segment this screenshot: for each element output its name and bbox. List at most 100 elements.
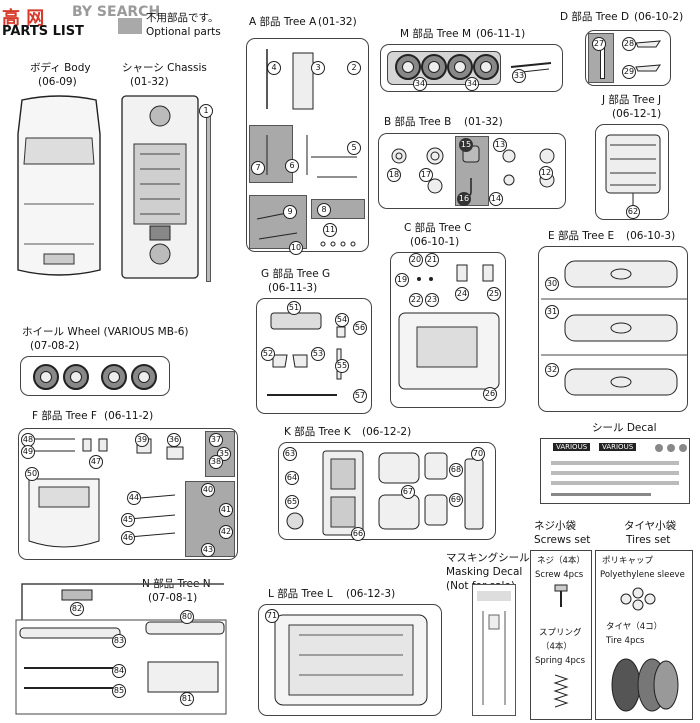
- part-number-45: 45: [121, 513, 135, 527]
- part-number-4: 4: [267, 61, 281, 75]
- tree-m-wheel-4: [473, 54, 499, 80]
- screws-bag: ネジ（4本） Screw 4pcs スプリング （4本） Spring 4pcs: [530, 550, 592, 720]
- parts-list-title: PARTS LIST: [2, 24, 84, 39]
- tree-d-frame: 27 28 29: [585, 30, 671, 86]
- part-number-21: 21: [425, 253, 439, 267]
- tree-c-title: C 部品 Tree C: [404, 222, 472, 234]
- part-number-39: 39: [135, 433, 149, 447]
- chassis-title: シャーシ Chassis: [122, 62, 207, 74]
- part-number-32: 32: [545, 363, 559, 377]
- part-number-53: 53: [311, 347, 325, 361]
- part-number-33: 33: [512, 69, 526, 83]
- tree-c-code: (06-10-1): [410, 236, 460, 248]
- part-number-28: 28: [622, 37, 636, 51]
- part-number-55: 55: [335, 359, 349, 373]
- chassis-frame: [120, 94, 200, 280]
- masking-title-en: Masking Decal: [446, 566, 523, 578]
- tire-label-en: Tire 4pcs: [606, 636, 645, 646]
- tree-a-frame: 2 3 4 5 6 7 8 9 10 11: [246, 38, 369, 255]
- tree-m-wheel-3: [447, 54, 473, 80]
- part-number-3: 3: [311, 61, 325, 75]
- part-number-19: 19: [395, 273, 409, 287]
- tree-l-frame: 71: [258, 604, 442, 716]
- wheel-4: [131, 364, 157, 390]
- part-number-81: 81: [180, 692, 194, 706]
- optional-legend-en: Optional parts: [146, 26, 221, 38]
- part-number-34b: 34: [465, 77, 479, 91]
- part-number-52: 52: [261, 347, 275, 361]
- body-title: ボディ Body: [30, 62, 91, 74]
- part-number-65: 65: [285, 495, 299, 509]
- tree-m-title: M 部品 Tree M: [400, 28, 472, 40]
- part-number-9: 9: [283, 205, 297, 219]
- sleeve-label-jp: ポリキャップ: [602, 556, 654, 566]
- part-number-82: 82: [70, 602, 84, 616]
- part-number-71: 71: [265, 609, 279, 623]
- tree-b-frame: 12 13 14 15 16 17 18: [378, 133, 566, 209]
- part-number-57: 57: [353, 389, 367, 403]
- part-number-1: 1: [199, 104, 213, 118]
- wheel-1: [33, 364, 59, 390]
- part-number-49: 49: [21, 445, 35, 459]
- tree-m-wheel-1: [395, 54, 421, 80]
- tree-l-title: L 部品 Tree L: [268, 588, 333, 600]
- tree-a-title: A 部品 Tree A: [249, 16, 317, 28]
- tree-f-code: (06-11-2): [104, 410, 154, 422]
- body-code: (06-09): [38, 76, 77, 88]
- part-number-36: 36: [167, 433, 181, 447]
- part-number-18: 18: [387, 168, 401, 182]
- tires-bag: ポリキャップ Polyethylene sleeve タイヤ（4コ） Tire …: [595, 550, 693, 720]
- part-number-85: 85: [112, 684, 126, 698]
- part-number-34a: 34: [413, 77, 427, 91]
- tires-title-jp: タイヤ小袋: [624, 520, 677, 532]
- tree-e-frame: 30 31 32: [538, 246, 688, 412]
- tree-c-frame: 19 20 21 22 23 24 25 26: [390, 252, 506, 408]
- decal-brand-2: VARIOUS: [599, 443, 637, 451]
- wheel-2: [63, 364, 89, 390]
- tree-n-frame: 80 81 82 83 84 85: [14, 574, 232, 718]
- masking-title-jp: マスキングシール: [446, 552, 530, 564]
- optional-legend-jp: 不用部品です。: [146, 12, 219, 24]
- screw-label-jp: ネジ（4本）: [537, 556, 585, 566]
- spring-label-en: Spring 4pcs: [535, 656, 586, 666]
- part-number-29: 29: [622, 65, 636, 79]
- part-number-47: 47: [89, 455, 103, 469]
- part-number-63: 63: [283, 447, 297, 461]
- watermark-site: BY SEARCH: [72, 4, 161, 20]
- part-number-54: 54: [335, 313, 349, 327]
- part-number-26: 26: [483, 387, 497, 401]
- tree-g-code: (06-11-3): [268, 282, 318, 294]
- tree-a-optional-area-2: [249, 195, 307, 249]
- part-number-43: 43: [201, 543, 215, 557]
- part-number-10: 10: [289, 241, 303, 255]
- tire-label-jp: タイヤ（4コ）: [606, 622, 663, 632]
- part-number-40: 40: [201, 483, 215, 497]
- part-number-62: 62: [626, 205, 640, 219]
- tree-g-title: G 部品 Tree G: [261, 268, 331, 280]
- tree-e-code: (06-10-3): [626, 230, 676, 242]
- part-number-14: 14: [489, 192, 503, 206]
- part-number-23: 23: [425, 293, 439, 307]
- tree-e-title: E 部品 Tree E: [548, 230, 615, 242]
- spring-label-jp: スプリング: [539, 628, 582, 638]
- chassis-code: (01-32): [130, 76, 169, 88]
- part-number-70: 70: [471, 447, 485, 461]
- part-number-30: 30: [545, 277, 559, 291]
- decal-sheet: VARIOUS VARIOUS: [540, 438, 690, 504]
- watermark-logo: 高 网: [2, 4, 72, 29]
- part-number-25: 25: [487, 287, 501, 301]
- part-number-2: 2: [347, 61, 361, 75]
- part-number-11: 11: [323, 223, 337, 237]
- part-number-68: 68: [449, 463, 463, 477]
- tree-f-frame: 35 36 37 38 39 40 41 42 43 44 45 46 47 4…: [18, 428, 238, 560]
- part-number-20: 20: [409, 253, 423, 267]
- tree-m-wheel-2: [421, 54, 447, 80]
- part-number-67: 67: [401, 485, 415, 499]
- tree-d-code: (06-10-2): [634, 11, 684, 23]
- part-number-44: 44: [127, 491, 141, 505]
- tree-k-title: K 部品 Tree K: [284, 426, 351, 438]
- part-number-64: 64: [285, 471, 299, 485]
- wheel-title: ホイール Wheel (VARIOUS MB-6): [22, 326, 189, 338]
- tree-k-frame: 63 64 65 66 67 68 69 70: [278, 442, 496, 541]
- part-number-24: 24: [455, 287, 469, 301]
